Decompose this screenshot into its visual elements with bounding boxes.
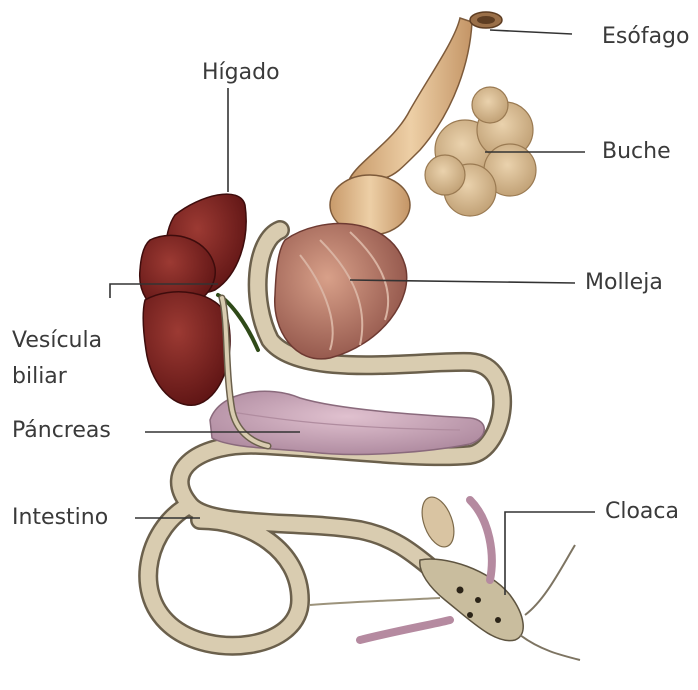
gizzard-shape: [275, 224, 407, 359]
label-vesicula-line1: Vesícula: [12, 326, 102, 356]
cloaca-shape: [310, 493, 580, 660]
label-higado: Hígado: [202, 58, 280, 88]
leader-line-esofago: [490, 30, 572, 34]
label-intestino: Intestino: [12, 503, 108, 533]
label-molleja: Molleja: [585, 268, 663, 298]
pancreas-shape: [210, 391, 484, 454]
label-pancreas: Páncreas: [12, 416, 111, 446]
leader-line-cloaca: [505, 512, 595, 595]
label-vesicula-line2: biliar: [12, 362, 67, 392]
label-cloaca: Cloaca: [605, 497, 679, 527]
label-buche: Buche: [602, 137, 671, 167]
label-esofago: Esófago: [602, 22, 689, 52]
